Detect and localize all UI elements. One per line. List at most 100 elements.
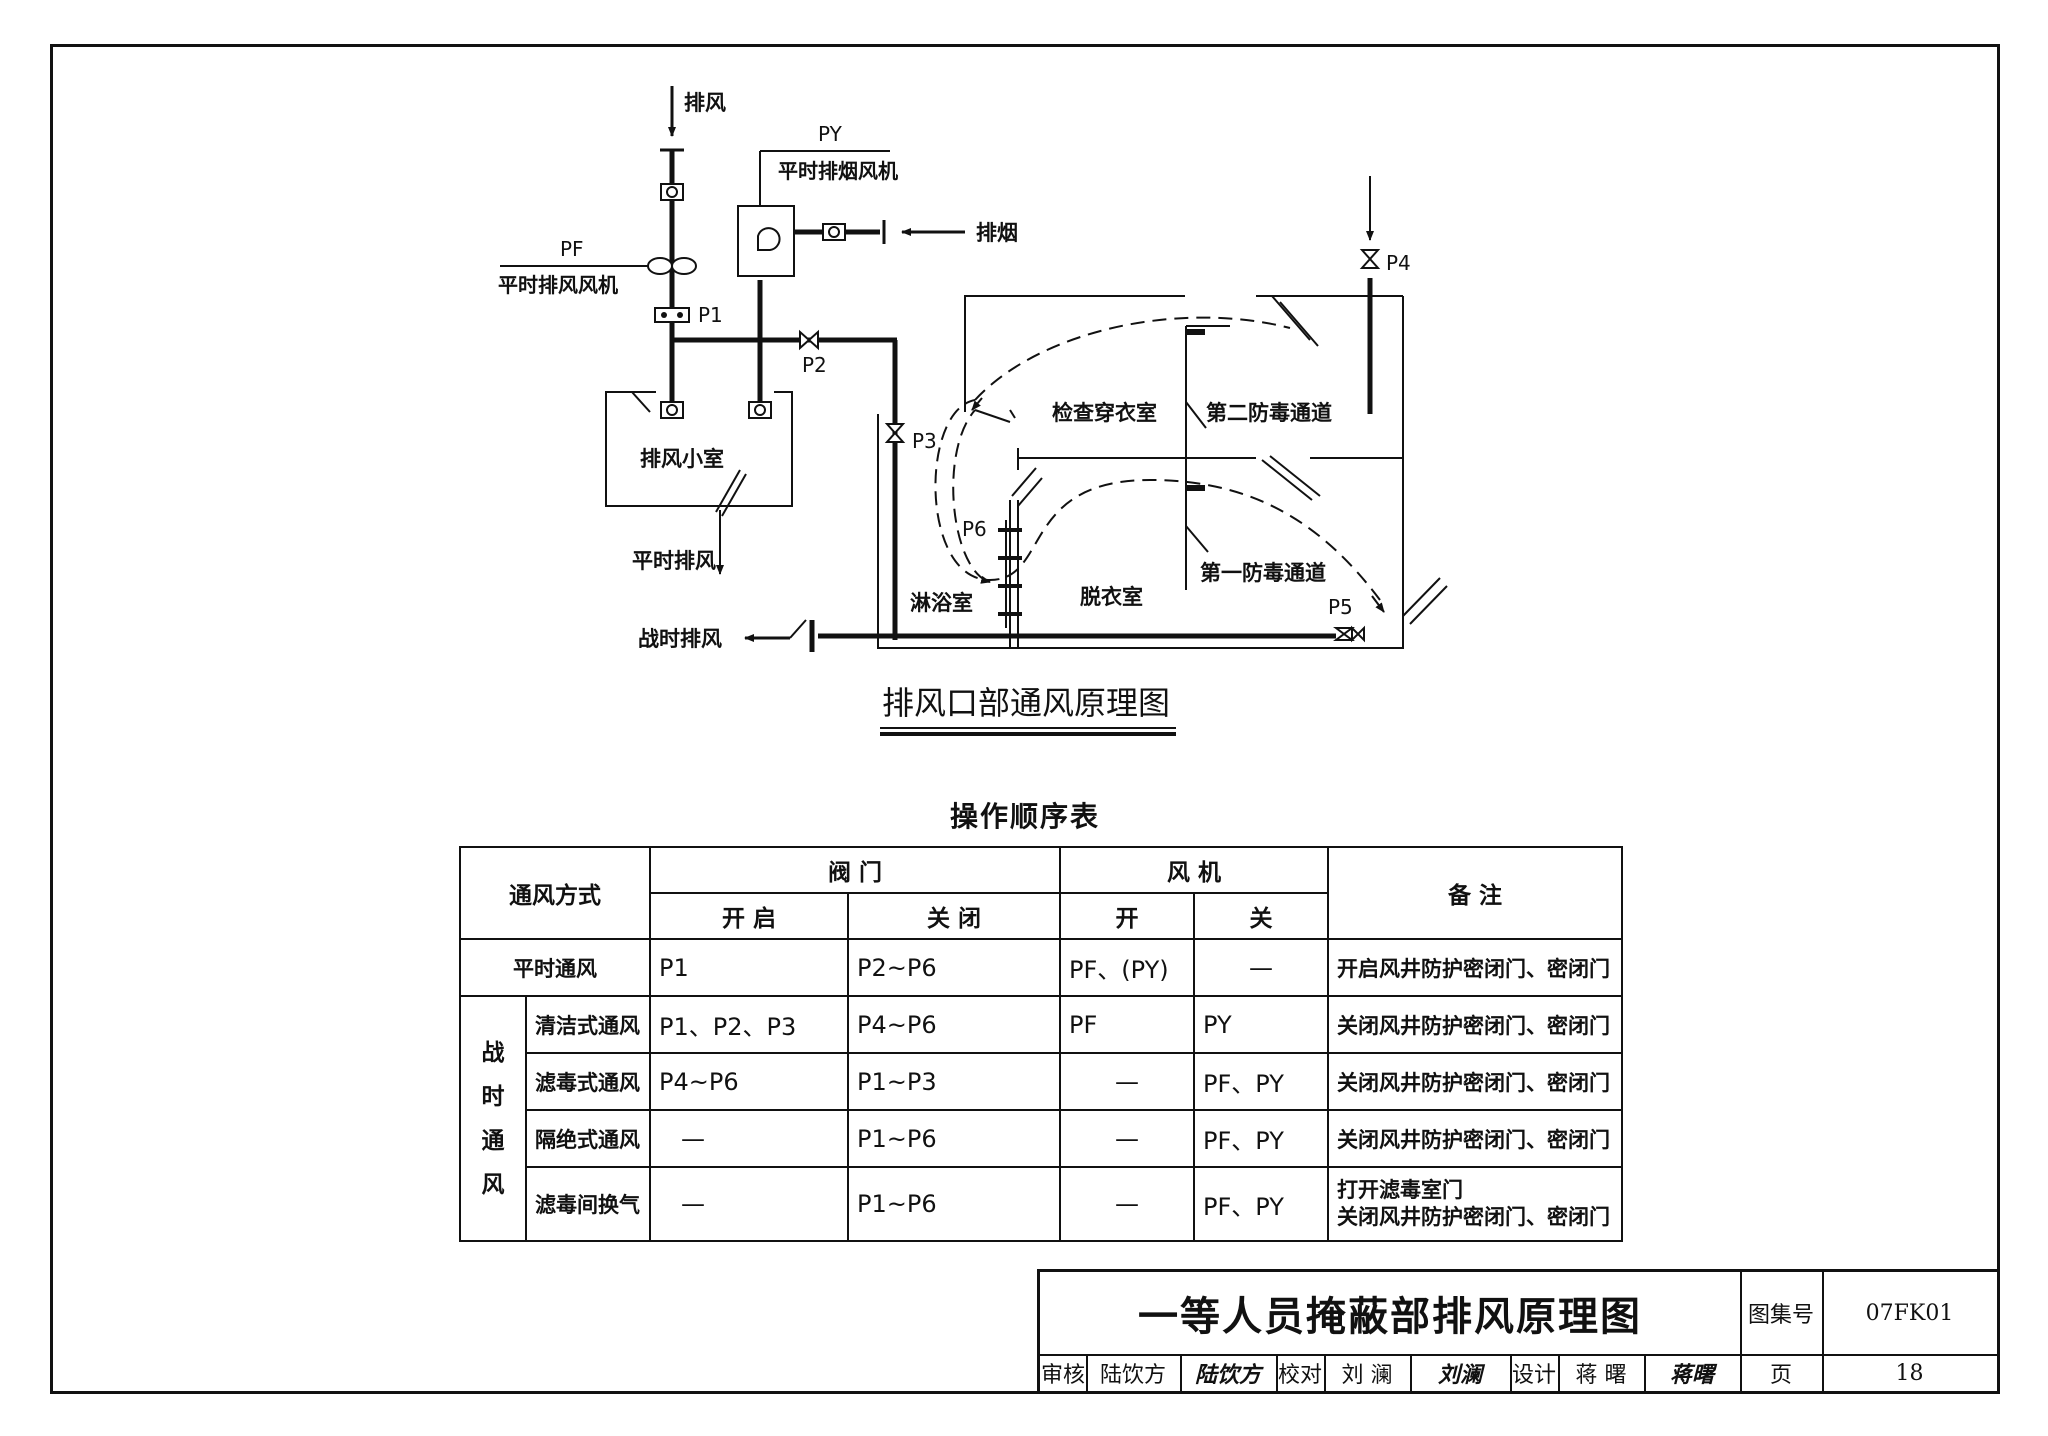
tb-divider-v2 xyxy=(1822,1272,1824,1391)
drawing-frame xyxy=(50,44,2000,1394)
exhaust-room-dampers xyxy=(660,401,772,419)
label-p4: P4 xyxy=(1386,251,1411,275)
row-close: P1~P6 xyxy=(846,1166,1062,1242)
label-pf: PF xyxy=(560,237,584,261)
label-smoke: 排烟 xyxy=(976,221,1018,245)
airflow-path-shower xyxy=(952,409,986,581)
row-open: P4~P6 xyxy=(649,1052,849,1111)
label-inspect-room: 检查穿衣室 xyxy=(1052,401,1157,425)
row-open: — xyxy=(649,1166,849,1242)
checker-name: 刘 澜 xyxy=(1341,1363,1393,1388)
war-exhaust-louver xyxy=(789,619,807,639)
label-undress-room: 脱衣室 xyxy=(1080,585,1143,609)
door-shower-tick xyxy=(1009,409,1016,419)
row-note: 关闭风井防护密闭门、密闭门 xyxy=(1327,1109,1624,1168)
row-close: P1~P3 xyxy=(846,1052,1062,1111)
war-ventilation-label: 战时通风 xyxy=(459,995,527,1242)
header-valves: 阀 门 xyxy=(648,846,1062,894)
label-p3: P3 xyxy=(912,429,937,453)
p5-valve xyxy=(1333,625,1365,643)
label-shower-room: 淋浴室 xyxy=(910,591,973,615)
tb-divider-v1 xyxy=(1740,1272,1742,1391)
label-p6: P6 xyxy=(962,517,987,541)
row-mode: 平时通风 xyxy=(459,938,651,997)
label-py-name: 平时排烟风机 xyxy=(778,159,898,183)
table-row: 平时通风 P1 P2~P6 PF、(PY) — 开启风井防护密闭门、密闭门 xyxy=(459,938,1624,997)
row-fan-on: — xyxy=(1059,1109,1196,1168)
header-mode: 通风方式 xyxy=(459,846,651,940)
ops-table-title: 操作顺序表 xyxy=(949,800,1100,833)
label-normal-exhaust: 平时排风 xyxy=(632,549,716,573)
row-fan-on: PF xyxy=(1059,995,1196,1054)
row-fan-off: PF、PY xyxy=(1193,1166,1330,1242)
row-close: P1~P6 xyxy=(846,1109,1062,1168)
drawing-title: 一等人员掩蔽部排风原理图 xyxy=(1138,1294,1642,1340)
atlas-number: 07FK01 xyxy=(1865,1300,1954,1326)
label-exhaust-in: 排风 xyxy=(684,91,726,115)
title-block: 一等人员掩蔽部排风原理图 图集号 07FK01 页 18 审核 陆饮方 陆饮方 … xyxy=(1037,1269,2000,1394)
label-exhaust-room: 排风小室 xyxy=(640,447,724,471)
row-fan-on: PF、(PY) xyxy=(1059,938,1196,997)
py-fan-icon xyxy=(757,227,781,251)
page-label: 页 xyxy=(1769,1363,1792,1388)
operation-sequence-table: 通风方式 阀 门 风 机 备 注 开 启 关 闭 开 关 平时通风 P1 P2~… xyxy=(459,846,1624,1242)
row-mode: 滤毒间换气 xyxy=(525,1166,651,1242)
table-row: 滤毒间换气 — P1~P6 — PF、PY 打开滤毒室门关闭风井防护密闭门、密闭… xyxy=(460,1166,1624,1242)
label-second-passage: 第二防毒通道 xyxy=(1206,401,1332,425)
inspect-room-top xyxy=(964,295,1185,412)
airflow-arrow-p5 xyxy=(1371,595,1385,613)
checker-signature: 刘澜 xyxy=(1437,1362,1482,1388)
page-number: 18 xyxy=(1895,1360,1924,1386)
tb-sub-v xyxy=(1410,1354,1412,1391)
building-outline xyxy=(877,296,1404,649)
designer-signature: 蒋曙 xyxy=(1669,1362,1714,1388)
tb-sub-v xyxy=(1510,1354,1512,1391)
designer-name: 蒋 曙 xyxy=(1575,1363,1627,1388)
row-mode: 滤毒式通风 xyxy=(525,1052,651,1111)
normal-exhaust-outlet xyxy=(715,469,747,575)
p4-valve xyxy=(1359,249,1381,269)
row-fan-on: — xyxy=(1059,1052,1196,1111)
header-notes: 备 注 xyxy=(1327,846,1624,940)
label-p5: P5 xyxy=(1328,595,1353,619)
tb-sub-v xyxy=(1276,1354,1278,1391)
row-close: P2~P6 xyxy=(846,938,1062,997)
header-valve-open: 开 启 xyxy=(649,892,849,940)
header-fan-off: 关 xyxy=(1193,892,1330,940)
diagram-title: 排风口部通风原理图 xyxy=(882,684,1170,722)
header-valve-close: 关 闭 xyxy=(846,892,1062,940)
review-label: 审核 xyxy=(1040,1363,1085,1388)
label-p2: P2 xyxy=(802,353,827,377)
tb-sub-v xyxy=(1086,1354,1088,1391)
passage-door-1 xyxy=(1271,295,1311,341)
tb-sub-v xyxy=(1324,1354,1326,1391)
reviewer-name: 陆饮方 xyxy=(1099,1363,1166,1388)
py-fan-box xyxy=(737,205,795,277)
p1-valve xyxy=(654,307,690,323)
door-inspect xyxy=(1185,401,1207,429)
check-label: 校对 xyxy=(1277,1363,1322,1388)
row-close: P4~P6 xyxy=(846,995,1062,1054)
label-pf-name: 平时排风风机 xyxy=(498,273,618,297)
row-mode: 清洁式通风 xyxy=(525,995,651,1054)
exhaust-room-walls xyxy=(605,391,793,507)
reviewer-signature: 陆饮方 xyxy=(1194,1362,1261,1388)
door-undress xyxy=(1185,525,1209,553)
table-row: 隔绝式通风 — P1~P6 — PF、PY 关闭风井防护密闭门、密闭门 xyxy=(460,1109,1624,1168)
atlas-label: 图集号 xyxy=(1747,1303,1814,1328)
door-shower-outer-b xyxy=(1017,477,1043,507)
table-row: 战时通风 清洁式通风 P1、P2、P3 P4~P6 PF PY 关闭风井防护密闭… xyxy=(459,995,1624,1242)
row-note: 开启风井防护密闭门、密闭门 xyxy=(1327,938,1624,997)
tb-divider-h xyxy=(1040,1354,1997,1356)
row-fan-off: — xyxy=(1193,938,1330,997)
row-open: P1、P2、P3 xyxy=(649,995,849,1054)
tb-sub-v xyxy=(1558,1354,1560,1391)
p6-valves xyxy=(998,520,1022,628)
tb-sub-v xyxy=(1644,1354,1646,1391)
airflow-arrow-inspect xyxy=(971,397,983,411)
passage-door-2 xyxy=(1261,459,1313,501)
passage-door-2b xyxy=(1269,455,1321,497)
label-war-exhaust: 战时排风 xyxy=(638,627,722,651)
row-open: P1 xyxy=(649,938,849,997)
header-fan-on: 开 xyxy=(1059,892,1196,940)
